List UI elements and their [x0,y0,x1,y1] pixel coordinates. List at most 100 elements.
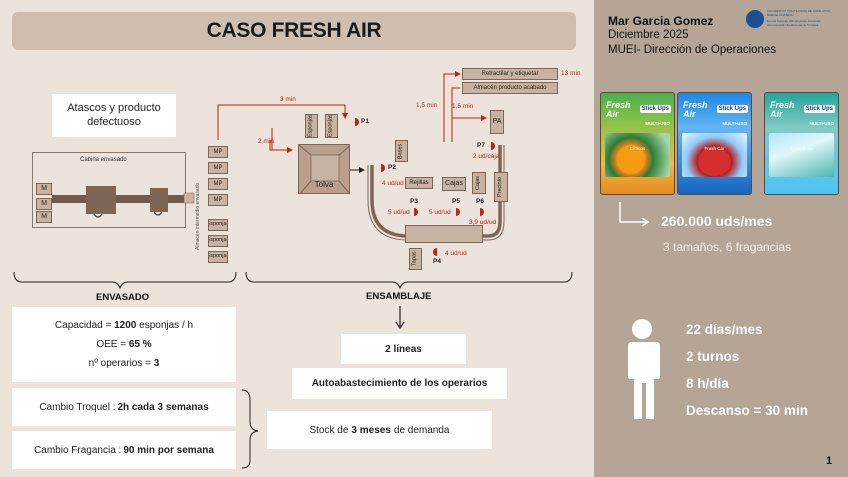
operator-p4-marker [433,248,441,256]
bases-box: Bases [395,140,408,162]
m-box-2: M [36,198,52,210]
rate-p2: 4 ud/ud [382,180,404,187]
mp-box-4: MP [208,194,228,206]
operarios-line: nº operarios = 3 [88,358,160,369]
breeze-image-icon [769,133,834,177]
production-sub: 3 tamaños, 6 fragancias [663,240,792,254]
cajas-box: Cajas [442,177,466,191]
tolva-label: Tolva [314,179,334,189]
rejillas-box: Rejillas [405,177,433,189]
assembly-table [405,225,483,243]
product-3-fragrance: Doce Brisa [790,146,813,151]
person-icon [628,319,660,419]
m-box-3: M [36,211,52,223]
schedule-shifts: 2 turnos [686,349,740,364]
author-course: MUEI- Dirección de Operaciones [608,44,777,56]
section-braces [13,271,573,469]
issue-note-line2: defectuoso [87,115,141,128]
tapas-box: Tapas [409,248,422,270]
oee-line: OEE = 65 % [96,339,152,350]
upc-seal-icon [746,10,764,28]
university-line3: Escola Superior d'Enginyeries Industrial… [767,19,821,23]
operator-p3-marker [410,208,418,216]
product-1-multi: MULTI-USO [645,121,670,126]
time-15a: 1,5 min [416,102,438,109]
lineas-card: 2 líneas [341,334,466,364]
envasado-stats-card: Capacidad = 1200 esponjas / h OEE = 65 %… [12,307,236,382]
university-logo: UNIVERSITAT POLITÈCNICA DE CATALUNYA BAR… [746,8,842,32]
almacen-box: Almacén producto acabado [462,82,558,94]
issue-note: Atascos y producto defectuoso [52,94,176,137]
flow-lines [217,71,558,241]
product-2-stick: Stick Ups [716,105,748,113]
operator-p7: P7 [477,142,485,149]
esponjas-top-box-1: Esponjas [305,114,318,138]
rate-p6: 3,9 ud/ud [469,219,497,226]
author-date: Diciembre 2025 [608,29,689,41]
production-value: 260.000 uds/mes [661,213,773,229]
operator-p7-marker [487,142,495,150]
return-arrow-icon [619,202,650,227]
pa-box: PA [490,110,504,134]
university-line4: Aeroespacial i Audiovisual de Terrassa [767,23,819,27]
operator-p6-marker [476,208,484,216]
product-2-fragrance: Fresh Car [704,146,725,151]
schedule-hours: 8 h/día [686,376,729,391]
operator-p5-marker [452,208,460,216]
page-number: 1 [826,455,833,467]
author-name: Mar Garcia Gomez [608,14,714,28]
operator-p1: P1 [361,118,369,125]
rate-p5: 5 ud/ud [429,209,451,216]
stock-card: Stock de 3 meses de demanda [267,411,492,449]
m-box-1: M [36,183,52,195]
rate-p3: 5 ud/ud [388,209,410,216]
operator-p3: P3 [410,198,418,205]
operator-p2: P2 [388,164,396,171]
esponjas-box-2: Esponjas [208,235,228,247]
mp-box-3: MP [208,178,228,190]
schedule-rest: Descanso = 30 min [686,403,808,418]
schedule-days: 22 días/mes [686,322,763,337]
esponjas-top-box-2: Esponjas [325,114,338,138]
fragancia-card: Cambio Fragancia : 90 min por semana [12,431,236,469]
troquel-card: Cambio Troquel : 2h cada 3 semanas [12,388,236,426]
tolva-box: Tolva [298,144,350,194]
product-2-multi: MULTI-USO [722,121,747,126]
operator-p5: P5 [452,198,460,205]
slide-title: CASO FRESH AIR [206,19,382,42]
university-line2: BARCELONATECH [767,13,794,17]
esponjas-box-3: Esponjas [208,251,228,263]
time-3min: 3 min [280,96,296,103]
auto-card: Autoabastecimiento de los operarios [292,368,507,399]
time-15b: 1,5 min [452,103,474,110]
operator-p2-marker [377,164,385,172]
cabina-label: Cabina envasado [80,157,127,163]
operator-p1-marker [351,118,359,126]
envasado-header: ENVASADO [96,292,150,303]
esponjas-box-1: Esponjas [208,219,228,231]
capacidad-line: Capacidad = 1200 esponjas / h [54,320,194,331]
cajas-v-box: Cajas [472,172,486,194]
mp-box-1: MP [208,146,228,158]
precinto-box: Precinto [494,172,508,202]
operator-p4: P4 [433,258,441,265]
rate-p4: 4 ud/ud [445,250,467,257]
product-3-multi: MULTI-USO [809,121,834,126]
car-image-icon [682,133,747,177]
title-bar: CASO FRESH AIR [12,12,576,50]
issue-note-line1: Atascos y producto [67,101,161,114]
cabina-envasado [32,152,186,228]
citrus-image-icon [605,133,670,177]
rate-p7: 2 ud/caja [473,153,500,160]
mp-box-2: MP [208,162,228,174]
product-1-fragrance: Cítricos [629,146,646,151]
time-13min: 13 min [561,70,581,77]
ensamblaje-header: ENSAMBLAJE [366,291,432,302]
product-3-stick: Stick Ups [803,105,835,113]
